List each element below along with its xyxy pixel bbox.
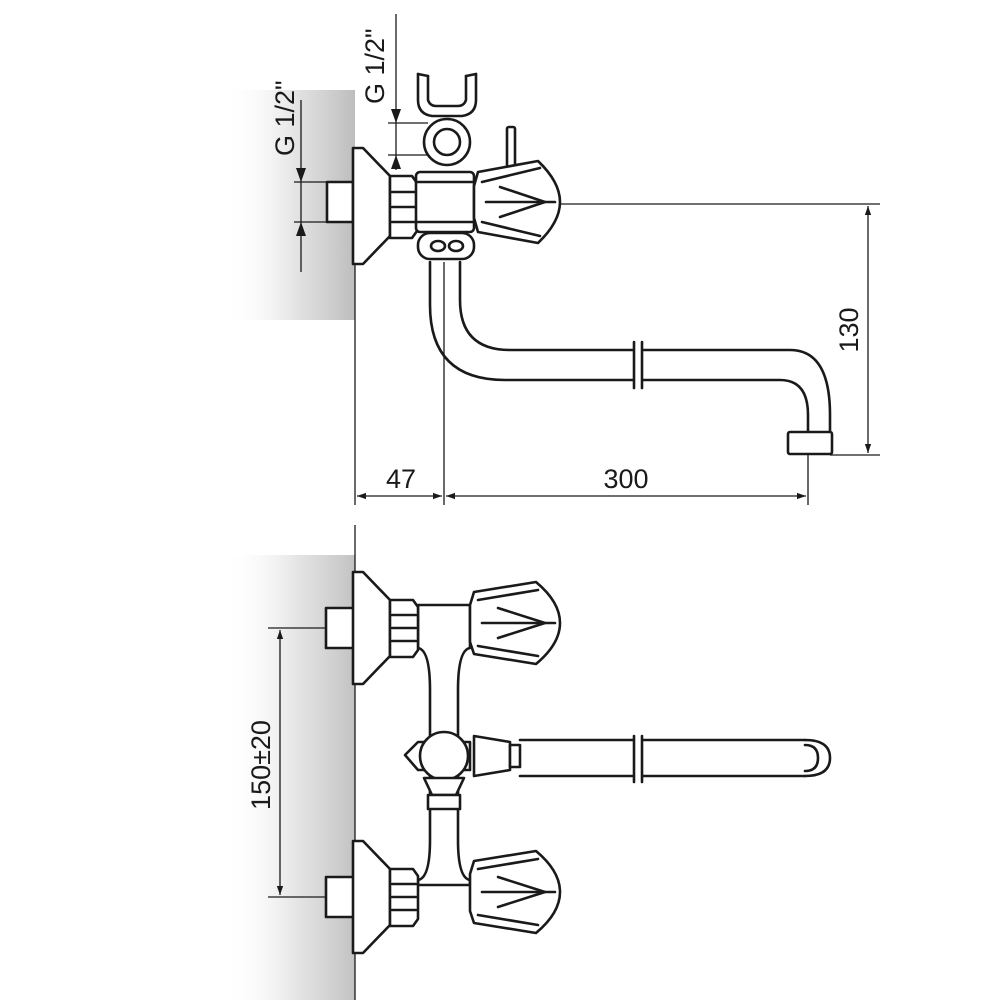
front-view: 150±20 bbox=[225, 525, 832, 1000]
wall-thread-label: G 1/2" bbox=[270, 80, 300, 156]
side-view: G 1/2" G 1/2" 130 47 300 bbox=[225, 14, 880, 505]
upper-inlet-stub bbox=[324, 606, 356, 650]
diverter-body bbox=[418, 730, 470, 782]
diverter-outlet bbox=[422, 776, 466, 797]
spout-tube-outer bbox=[428, 260, 810, 434]
shower-thread-label: G 1/2" bbox=[360, 28, 390, 104]
wall-flange bbox=[351, 146, 392, 266]
aerator bbox=[786, 430, 834, 456]
diverter-lever bbox=[505, 125, 517, 171]
spout-height-label: 130 bbox=[834, 307, 864, 352]
shower-holder bbox=[416, 72, 478, 118]
lower-flange bbox=[351, 839, 392, 955]
inlet-spacing-label: 150±20 bbox=[246, 720, 276, 810]
inlet-stub bbox=[325, 180, 355, 224]
front-spout-collar bbox=[472, 734, 512, 778]
lower-inlet-stub bbox=[324, 875, 356, 919]
spout-reach-label: 300 bbox=[603, 464, 648, 494]
spout-tube-inner bbox=[458, 260, 832, 434]
wall-offset-label: 47 bbox=[386, 464, 416, 494]
upper-flange bbox=[351, 570, 392, 686]
diverter-ring bbox=[422, 117, 472, 167]
